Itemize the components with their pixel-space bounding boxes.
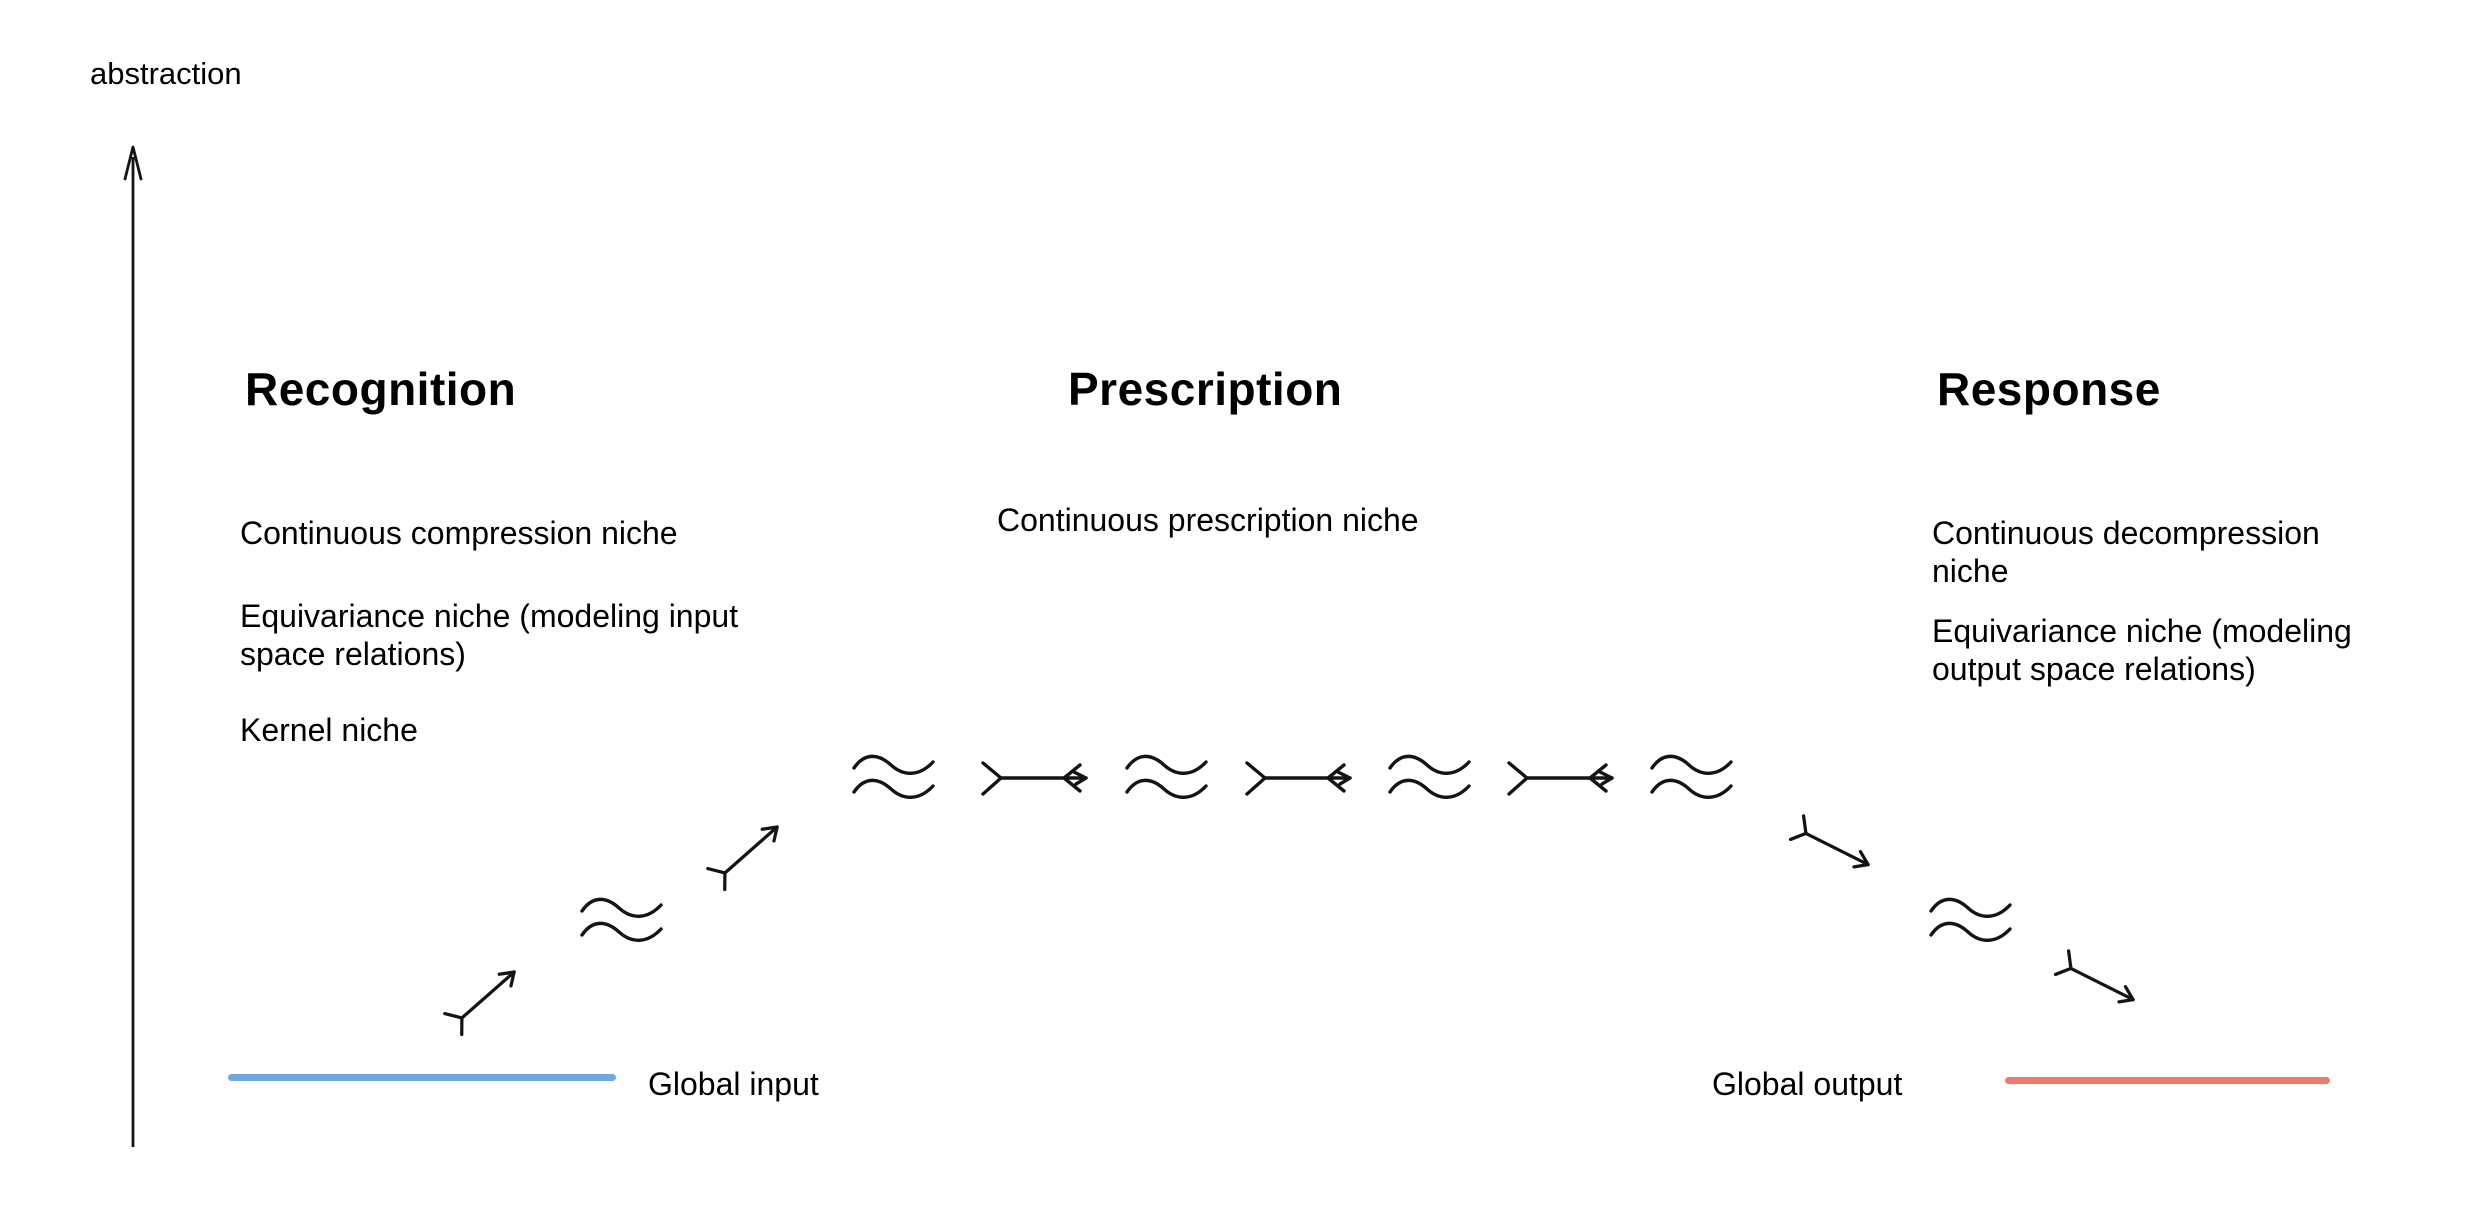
- twig-arrow-down-icon: [1781, 799, 1893, 900]
- niche-continuous-decompression: Continuous decompression niche: [1932, 515, 2320, 589]
- wave-icon: [1385, 748, 1475, 810]
- wave-icon: [1647, 748, 1737, 810]
- abstraction-axis-arrow-icon: [123, 145, 143, 1147]
- heading-response: Response: [1937, 363, 2161, 415]
- twig-arrow-up-icon: [695, 799, 807, 902]
- twig-arrow-up-icon: [432, 944, 544, 1047]
- wave-icon: [1926, 891, 2016, 953]
- global-input-line: [228, 1074, 616, 1081]
- joint-arrow-icon: [980, 753, 1092, 803]
- niche-equivariance-output: Equivariance niche (modeling output spac…: [1932, 613, 2352, 687]
- global-output-line: [2005, 1077, 2330, 1084]
- twig-arrow-down-icon: [2046, 934, 2158, 1035]
- wave-icon: [849, 748, 939, 810]
- heading-prescription: Prescription: [1068, 363, 1343, 415]
- joint-arrow-icon: [1506, 753, 1618, 803]
- niche-continuous-compression: Continuous compression niche: [240, 515, 678, 551]
- joint-arrow-icon: [1244, 753, 1356, 803]
- wave-icon: [1122, 748, 1212, 810]
- niche-continuous-prescription: Continuous prescription niche: [997, 502, 1419, 538]
- niche-kernel: Kernel niche: [240, 712, 418, 748]
- global-input-label: Global input: [648, 1066, 819, 1102]
- niche-equivariance-input: Equivariance niche (modeling input space…: [240, 598, 739, 672]
- heading-recognition: Recognition: [245, 363, 517, 415]
- global-output-label: Global output: [1712, 1066, 1903, 1102]
- axis-label: abstraction: [90, 56, 242, 91]
- wave-icon: [577, 891, 667, 953]
